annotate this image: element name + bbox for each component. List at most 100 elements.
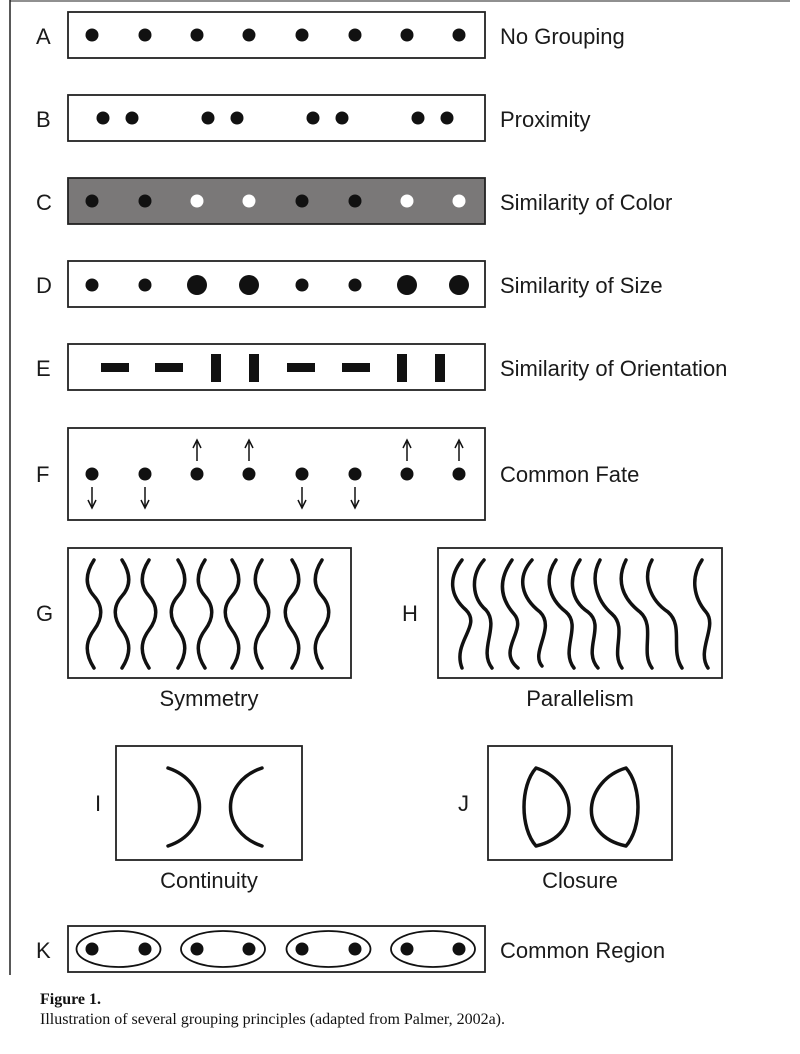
letter-j: J (458, 791, 469, 816)
vertical-bar (211, 354, 221, 382)
down-arrow-icon (350, 499, 360, 510)
vertical-bar (397, 354, 407, 382)
large-dot (239, 275, 259, 295)
panel-g-frame (67, 547, 352, 679)
wavy-line (196, 558, 214, 670)
black-dot (85, 194, 99, 208)
wavy-line (223, 558, 241, 670)
black-dot (295, 194, 309, 208)
wavy-line (472, 558, 494, 670)
dot (348, 467, 362, 481)
label-proximity: Proximity (500, 107, 590, 132)
dot (85, 28, 99, 42)
small-dot (348, 278, 362, 292)
figure-caption: Figure 1. Illustration of several groupi… (40, 990, 780, 1030)
panel-a-frame (67, 11, 486, 59)
label-continuity: Continuity (160, 868, 258, 893)
horizontal-bar (155, 363, 183, 372)
horizontal-bar (342, 363, 370, 372)
wavy-line (500, 558, 520, 670)
label-similarity-color: Similarity of Color (500, 190, 672, 215)
up-arrow-icon (454, 438, 464, 449)
dot (452, 942, 466, 956)
panel-f-dots-arrows (85, 438, 466, 510)
wavy-line (113, 558, 131, 670)
wavy-line (693, 558, 712, 670)
small-dot (138, 278, 152, 292)
dot (400, 467, 414, 481)
dot (138, 942, 152, 956)
wavy-line (253, 558, 271, 670)
label-no-grouping: No Grouping (500, 24, 625, 49)
dot (85, 942, 99, 956)
dot (138, 467, 152, 481)
label-closure: Closure (542, 868, 618, 893)
label-common-region: Common Region (500, 938, 665, 963)
letter-i: I (95, 791, 101, 816)
wavy-line (169, 558, 187, 670)
up-arrow-icon (244, 438, 254, 449)
up-arrow-icon (402, 438, 412, 449)
small-dot (295, 278, 309, 292)
label-similarity-size: Similarity of Size (500, 273, 663, 298)
label-parallelism: Parallelism (526, 686, 634, 711)
letter-g: G (36, 601, 53, 626)
horizontal-bar (101, 363, 129, 372)
panel-j-frame (487, 745, 673, 861)
panel-i-frame (115, 745, 303, 861)
dot (230, 111, 244, 125)
large-dot (397, 275, 417, 295)
wavy-line (593, 558, 624, 670)
letter-h: H (402, 601, 418, 626)
right-arc (228, 766, 264, 848)
black-dot (138, 194, 152, 208)
letter-c: C (36, 190, 52, 215)
white-dot (452, 194, 466, 208)
panel-d-dots (85, 275, 469, 295)
region-ellipse (75, 930, 162, 968)
panel-b-dots (96, 111, 454, 125)
dot (295, 467, 309, 481)
panel-d-frame (67, 260, 486, 308)
wavy-line (451, 558, 473, 670)
dot (295, 28, 309, 42)
label-symmetry: Symmetry (160, 686, 259, 711)
letter-a: A (36, 24, 51, 49)
wavy-line (283, 558, 301, 670)
dot (242, 467, 256, 481)
region-ellipse (285, 930, 372, 968)
wavy-line (619, 558, 654, 670)
letter-f: F (36, 462, 49, 487)
white-dot (242, 194, 256, 208)
dot (138, 28, 152, 42)
down-arrow-icon (87, 499, 97, 510)
letter-e: E (36, 356, 51, 381)
wavy-line (521, 558, 548, 668)
black-dot (348, 194, 362, 208)
dot (306, 111, 320, 125)
wavy-line (570, 558, 600, 670)
large-dot (187, 275, 207, 295)
panel-g-symmetric-lines (85, 558, 331, 670)
panel-k-regions (75, 930, 476, 968)
dot (190, 942, 204, 956)
region-ellipse (180, 930, 266, 968)
panel-c-frame (67, 177, 486, 225)
panel-a-dots (85, 28, 466, 42)
panel-h-frame (437, 547, 723, 679)
dot (452, 467, 466, 481)
wavy-line (140, 558, 158, 670)
label-similarity-orientation: Similarity of Orientation (500, 356, 727, 381)
dot (242, 942, 256, 956)
dot (96, 111, 110, 125)
white-dot (190, 194, 204, 208)
dot (452, 28, 466, 42)
dot (348, 942, 362, 956)
panel-c-dots (85, 194, 466, 208)
dot (348, 28, 362, 42)
dot (335, 111, 349, 125)
wavy-line (313, 558, 331, 670)
up-arrow-icon (192, 438, 202, 449)
dot (201, 111, 215, 125)
dot (411, 111, 425, 125)
